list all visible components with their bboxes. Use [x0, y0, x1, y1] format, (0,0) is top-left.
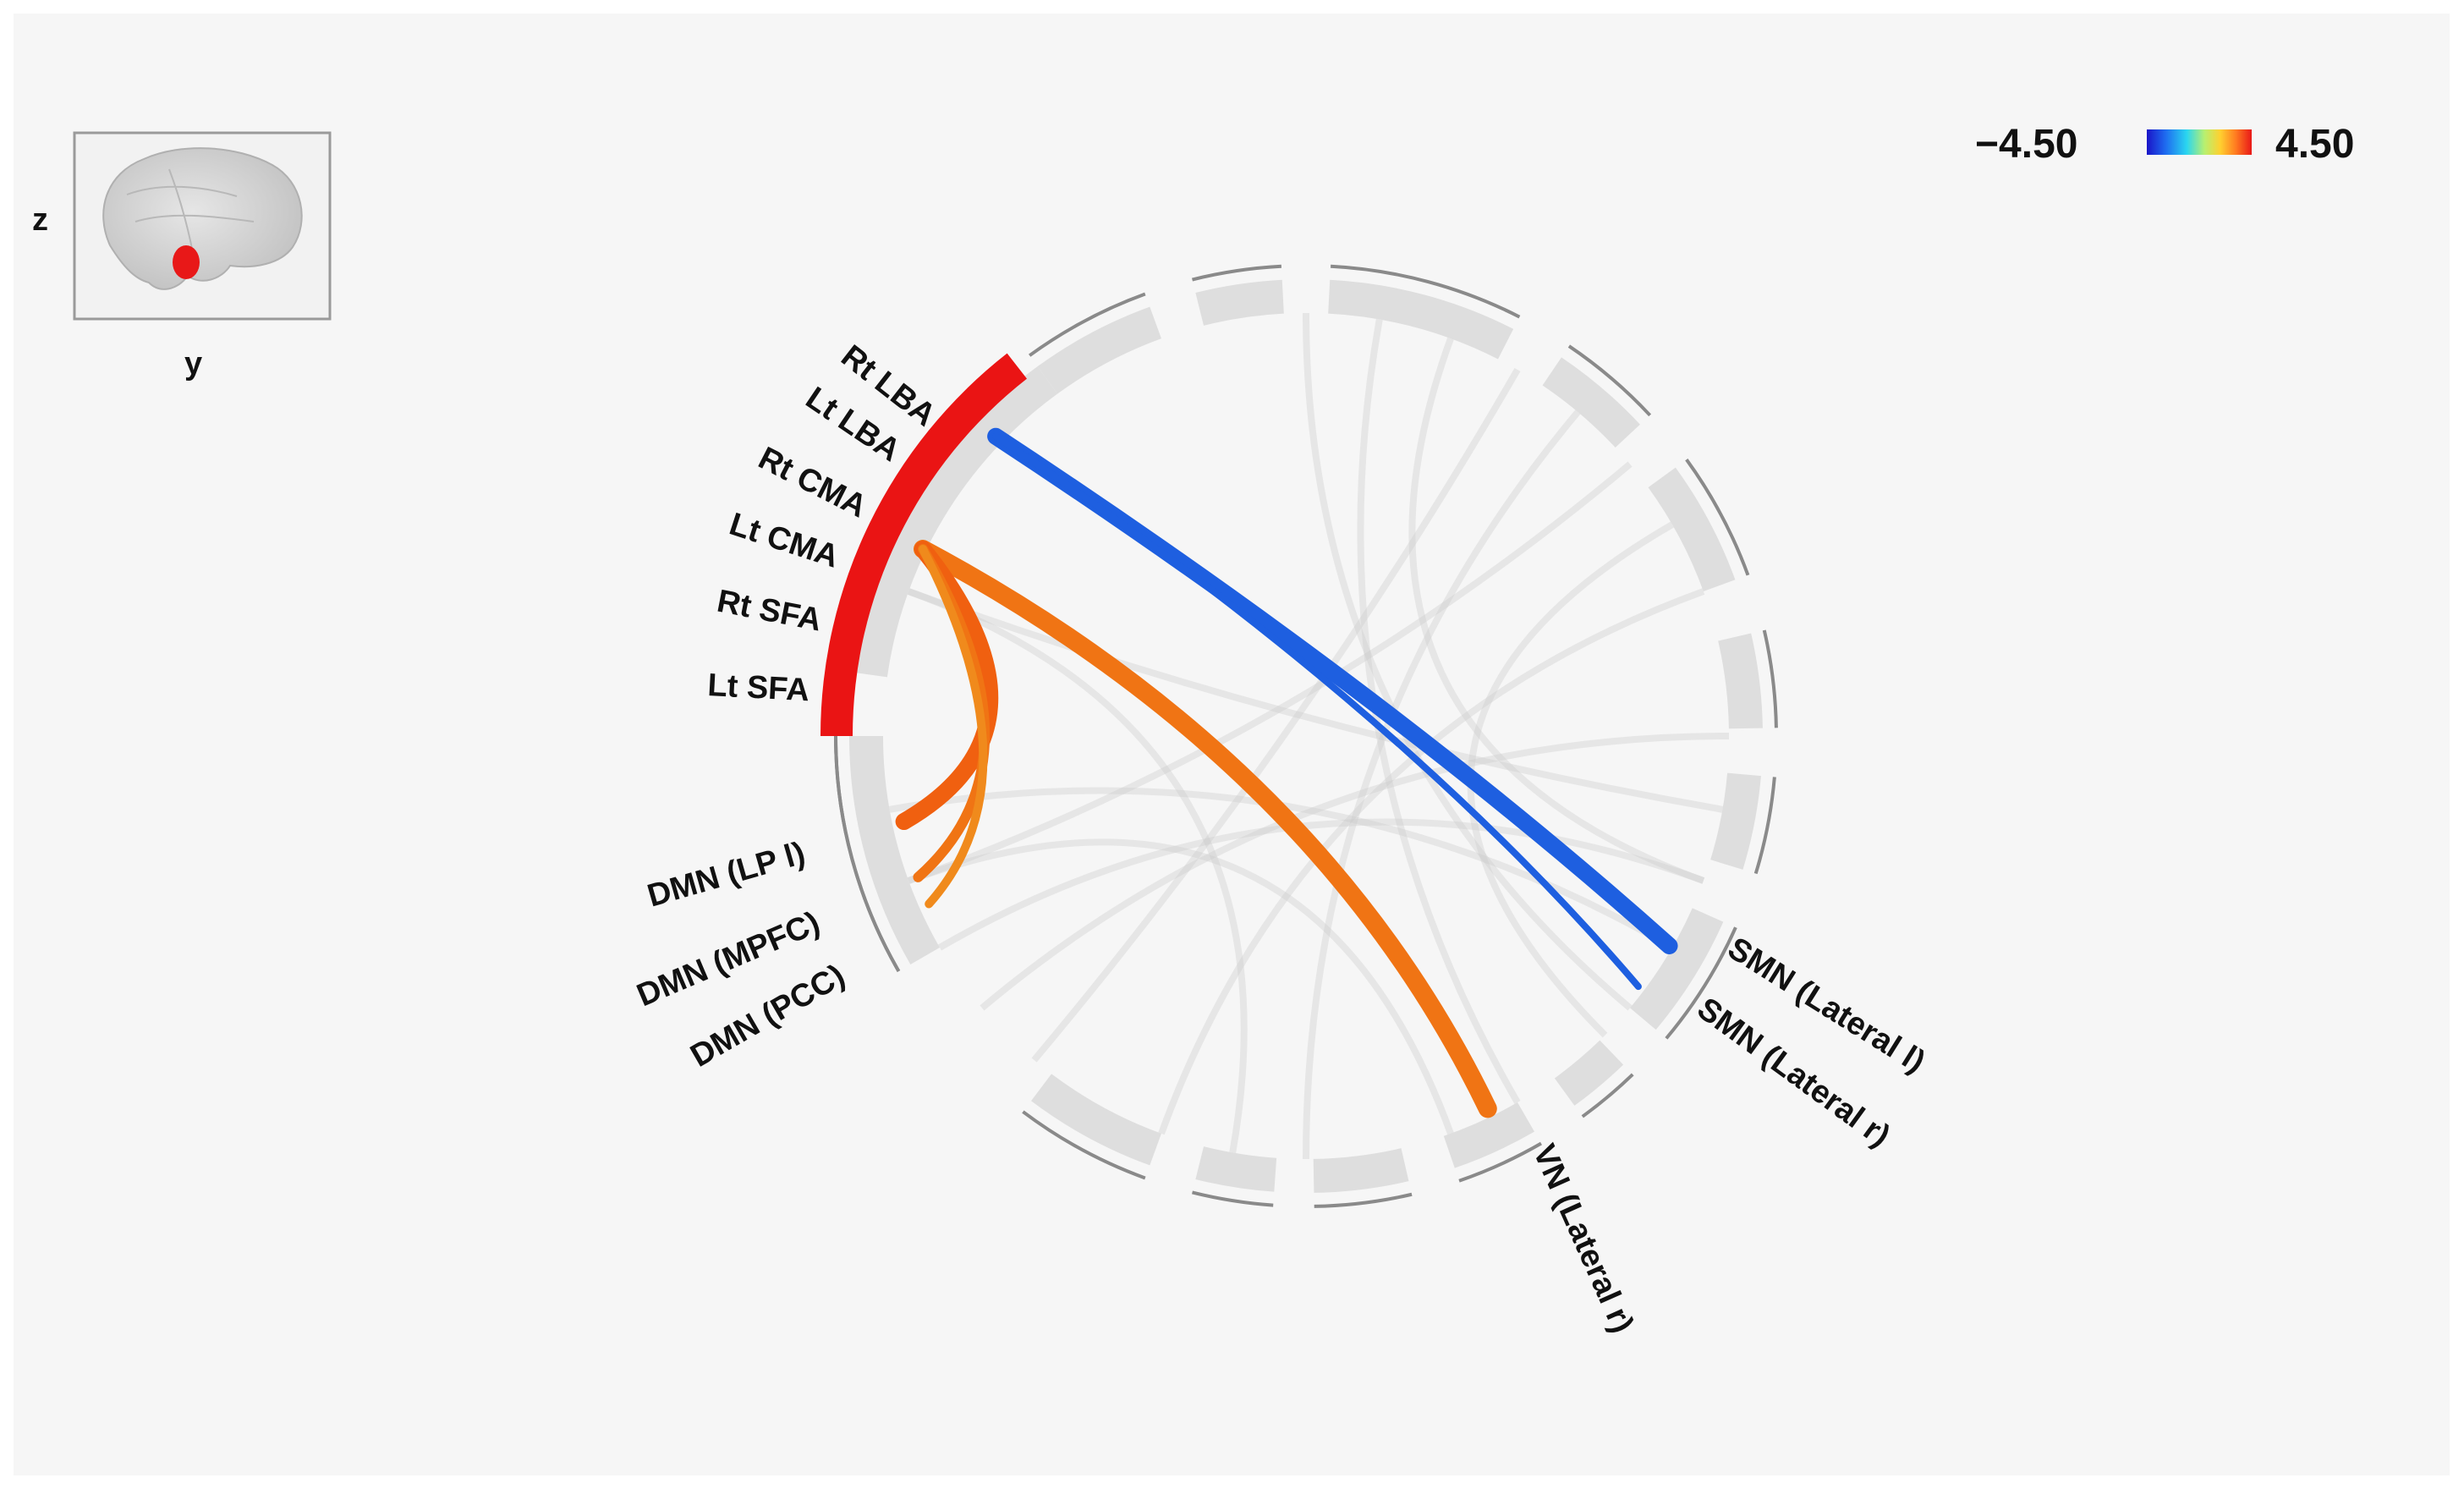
ring-segment-outline [1567, 344, 1652, 417]
background-link [980, 733, 1730, 1011]
connection-positive [895, 541, 999, 831]
background-link [907, 588, 1248, 1154]
ring-segment-outline [1022, 1110, 1146, 1180]
background-link [907, 461, 1633, 884]
ring-segment-outline [1762, 629, 1778, 728]
ring-segment [1031, 1074, 1161, 1166]
label-lt-cma: Lt CMA [725, 507, 842, 575]
ring-segment [1718, 633, 1763, 729]
ring-segments [834, 264, 1778, 1208]
ring-segment-outline [1314, 1192, 1413, 1208]
axis-y-label: y [184, 346, 202, 382]
figure-background [14, 14, 2450, 1475]
seed-blob [173, 245, 200, 279]
ring-segment [1542, 357, 1640, 448]
ring-segment-outline [1330, 264, 1521, 319]
colorbar: −4.50 4.50 [1975, 122, 2354, 167]
background-link [907, 588, 1724, 813]
ring-segment [1037, 306, 1161, 394]
ring-segment-outline [1458, 1141, 1542, 1183]
connections [895, 427, 1678, 1118]
ring-segment [1710, 772, 1761, 870]
connection-positive [914, 540, 1497, 1118]
background-link [937, 818, 1705, 951]
ring-segment [1554, 1040, 1624, 1106]
background-link [1408, 337, 1705, 884]
background-link [1303, 312, 1633, 1011]
ring-segment-outline [1685, 459, 1750, 576]
ring-segment [1313, 1148, 1409, 1193]
ring-segment [1648, 467, 1736, 591]
colorbar-min-label: −4.50 [1975, 122, 2077, 167]
ring-segment-outline [1192, 1190, 1274, 1207]
label-lt-sfa: Lt SFA [707, 668, 810, 708]
label-rt-sfa: Rt SFA [714, 584, 824, 639]
connection-positive [919, 545, 988, 909]
background-link [888, 787, 1675, 951]
ring-segment [1195, 1146, 1277, 1192]
ring-segment-outline [1192, 264, 1282, 282]
background-links [888, 312, 1730, 1160]
axis-z-label: z [32, 202, 48, 238]
colorbar-max-label: 4.50 [2275, 122, 2354, 167]
brain-silhouette [102, 147, 303, 290]
background-link [1303, 409, 1581, 1160]
glass-brain-inset: z y [32, 131, 332, 382]
background-link [1158, 588, 1705, 1135]
ring-segment-outline [1665, 926, 1737, 1040]
ring-segment [849, 736, 940, 964]
colorbar-gradient [2147, 129, 2252, 155]
ring-segment [853, 366, 1058, 678]
background-link [1467, 521, 1675, 1038]
label-dmn-lp: DMN (LP l) [644, 836, 809, 915]
ring-segment [1630, 908, 1724, 1030]
ring-segment-outline [1581, 1073, 1634, 1118]
ring-segment-outline [1753, 777, 1776, 875]
seed-arc [820, 353, 1028, 736]
ring-segment [1195, 279, 1284, 326]
dmn-segment-outline [834, 735, 901, 972]
label-rt-cma: Rt CMA [753, 441, 872, 525]
background-link [1031, 367, 1521, 1063]
connection-negative [992, 432, 1642, 991]
background-link [907, 838, 1454, 1135]
ring-segment-outline [1029, 292, 1146, 357]
label-vn-lateral-r: VN (Lateral r) [1526, 1140, 1640, 1338]
ring-segment [1443, 1102, 1534, 1168]
ring-segment [1328, 279, 1514, 360]
